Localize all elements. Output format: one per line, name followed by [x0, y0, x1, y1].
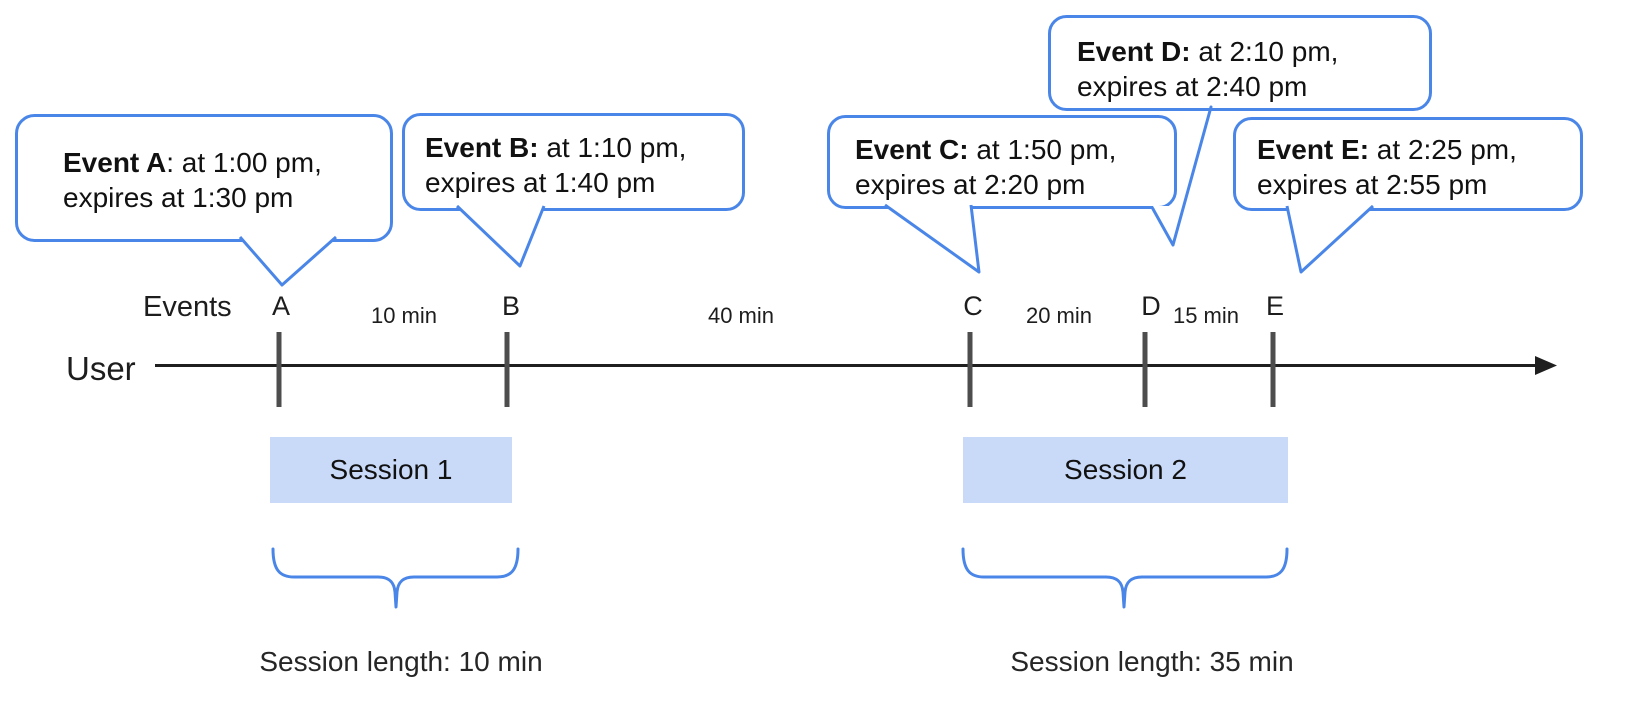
bubble-d-tail-fill — [1153, 206, 1186, 243]
interval-label-ab: 10 min — [370, 303, 438, 328]
bubble-a-tail — [238, 235, 337, 287]
session2-length-label: Session length: 35 min — [1010, 646, 1294, 677]
bubble-d-time: at 2:10 pm, — [1190, 36, 1339, 67]
bubble-c-title: Event C: — [855, 134, 969, 165]
session2-brace — [961, 547, 1289, 609]
bubble-d-title: Event D: — [1077, 36, 1191, 67]
bubble-a-line2: expires at 1:30 pm — [63, 182, 294, 213]
bubble-a-shape — [15, 114, 393, 242]
events-axis-label: Events — [143, 291, 232, 323]
session1-length-label: Session length: 10 min — [259, 646, 543, 677]
bubble-e-tail — [1285, 204, 1375, 274]
session2-box: Session 2 — [963, 437, 1288, 503]
event-mark-label-a: A — [271, 291, 291, 321]
bubble-c-line2: expires at 2:20 pm — [855, 169, 1086, 200]
bubble-d-text: Event D: at 2:10 pm, expires at 2:40 pm — [1077, 34, 1338, 104]
session1-label: Session 1 — [329, 454, 453, 485]
bubble-b-time: at 1:10 pm, — [538, 132, 687, 163]
session1-brace — [271, 547, 520, 609]
event-mark-label-c: C — [963, 291, 983, 321]
bubble-b-text: Event B: at 1:10 pm, expires at 1:40 pm — [425, 130, 686, 200]
bubble-c-shape — [827, 115, 1177, 209]
bubble-c-time: at 1:50 pm, — [968, 134, 1117, 165]
bubble-b-line1: Event B: at 1:10 pm, — [425, 130, 686, 165]
interval-label-bc: 40 min — [707, 303, 775, 328]
interval-label-de: 15 min — [1172, 303, 1240, 328]
bubble-e-shape — [1233, 117, 1583, 211]
event-mark-label-b: B — [501, 291, 521, 321]
event-mark-label-d: D — [1141, 291, 1161, 321]
bubble-e-time: at 2:25 pm, — [1369, 134, 1517, 165]
bubble-b-shape — [402, 113, 745, 211]
bubble-e-title: Event E: — [1257, 134, 1370, 165]
bubble-a-line1: Event A: at 1:00 pm, — [63, 145, 322, 180]
bubble-a-text: Event A: at 1:00 pm, expires at 1:30 pm — [63, 145, 322, 215]
bubble-a-time: : at 1:00 pm, — [166, 147, 322, 178]
bubble-d-line2: expires at 2:40 pm — [1077, 71, 1308, 102]
session2-label: Session 2 — [1064, 454, 1187, 485]
event-mark-label-e: E — [1265, 291, 1285, 321]
bubble-b-tail — [455, 204, 546, 268]
user-axis-label: User — [66, 350, 136, 387]
bubble-d-tail — [1151, 105, 1213, 247]
bubble-b-line2: expires at 1:40 pm — [425, 167, 656, 198]
bubble-e-text: Event E: at 2:25 pm, expires at 2:55 pm — [1257, 132, 1517, 202]
bubble-b-title: Event B: — [425, 132, 539, 163]
bubble-e-line1: Event E: at 2:25 pm, — [1257, 132, 1517, 167]
timeline-arrowhead-icon — [1535, 356, 1557, 375]
interval-label-cd: 20 min — [1025, 303, 1093, 328]
bubble-e-line2: expires at 2:55 pm — [1257, 169, 1488, 200]
bubble-c-text: Event C: at 1:50 pm, expires at 2:20 pm — [855, 132, 1116, 202]
bubble-d-shape — [1048, 15, 1432, 111]
bubble-c-tail — [884, 203, 981, 274]
session1-box: Session 1 — [270, 437, 512, 503]
bubble-a-title: Event A — [63, 147, 167, 178]
bubble-c-line1: Event C: at 1:50 pm, — [855, 132, 1116, 167]
bubble-d-line1: Event D: at 2:10 pm, — [1077, 34, 1338, 69]
